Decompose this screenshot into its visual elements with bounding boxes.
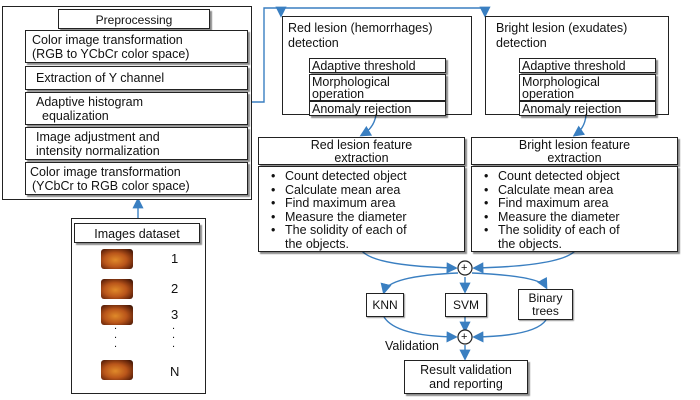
dataset-label: 3: [171, 307, 179, 322]
arrow-bright-detection-to-features: [572, 114, 587, 137]
knn-classifier-box: KNN: [366, 293, 404, 317]
images-dataset-panel: [71, 218, 206, 394]
arrow-preprocessing-to-detection: [252, 6, 491, 103]
sum-node-classifiers: [457, 329, 473, 345]
arrow-knn-to-sum: [383, 316, 458, 343]
bright-step-morphological: Morphological operation: [519, 74, 656, 101]
preprocessing-step-histogram: Adaptive histogram equalization: [25, 92, 248, 125]
feature-item: Measure the diameter: [480, 210, 620, 225]
images-dataset-title-box: Images dataset: [74, 223, 200, 243]
preprocessing-step-ycbcr-to-rgb: Color image transformation (YCbCr to RGB…: [25, 162, 248, 195]
sum-nodes: [457, 260, 473, 345]
bright-step-anomaly-rejection: Anomaly rejection: [519, 101, 656, 116]
feature-item-continuation: the objects.: [498, 237, 562, 251]
validation-label: Validation: [385, 339, 439, 353]
preprocessing-step-adjustment: Image adjustment and intensity normaliza…: [25, 127, 248, 160]
arrow-bright-features-to-sum: [472, 250, 576, 274]
red-feature-extraction-list-box: Count detected object Calculate mean are…: [258, 166, 465, 252]
feature-item: Find maximum area: [480, 197, 620, 211]
binary-trees-classifier-box: Binary trees: [518, 289, 573, 320]
sum-node-features: [457, 260, 473, 276]
feature-item: Count detected object: [267, 169, 407, 184]
feature-item: Calculate mean area: [480, 183, 620, 198]
feature-item-continuation: the objects.: [285, 237, 349, 251]
sum-symbol: +: [461, 262, 468, 274]
preprocessing-step-rgb-to-ycbcr: Color image transformation (RGB to YCbCr…: [25, 30, 248, 63]
dataset-label: 1: [171, 251, 179, 266]
feature-item: Find maximum area: [267, 197, 407, 211]
bright-features-list: Count detected object Calculate mean are…: [480, 169, 620, 238]
red-step-anomaly-rejection: Anomaly rejection: [309, 101, 446, 116]
bright-feature-extraction-title-box: Bright lesion feature extraction: [471, 137, 678, 165]
arrow-binary-trees-to-sum: [472, 319, 547, 343]
arrow-sum-to-binary-trees: [471, 272, 548, 290]
fundus-image-thumbnail: [101, 249, 133, 269]
feature-item: Count detected object: [480, 169, 620, 184]
fundus-image-thumbnail: [101, 360, 133, 380]
fundus-image-thumbnail: [101, 279, 133, 299]
red-step-morphological: Morphological operation: [309, 74, 446, 101]
fundus-image-thumbnail: [101, 305, 133, 325]
dataset-label: N: [170, 364, 180, 379]
images-dataset-title: Images dataset: [94, 227, 180, 241]
bright-features-title: Bright lesion feature: [518, 138, 631, 152]
bright-detection-title: Bright lesion (exudates): [496, 21, 628, 35]
bright-feature-extraction-list-box: Count detected object Calculate mean are…: [471, 166, 678, 252]
red-detection-title: Red lesion (hemorrhages): [288, 21, 433, 35]
svm-classifier-box: SVM: [445, 293, 487, 317]
red-features-list: Count detected object Calculate mean are…: [267, 169, 407, 238]
red-step-adaptive-threshold: Adaptive threshold: [309, 58, 446, 73]
dataset-ellipsis: . . .: [114, 320, 118, 350]
result-box: Result validation and reporting: [404, 360, 528, 394]
arrow-red-features-to-sum: [361, 250, 458, 274]
feature-item: Calculate mean area: [267, 183, 407, 198]
preprocessing-title-box: Preprocessing: [58, 9, 210, 29]
feature-item: Measure the diameter: [267, 210, 407, 225]
preprocessing-step-extract-y: Extraction of Y channel: [25, 66, 248, 90]
sum-symbol: +: [461, 331, 468, 343]
feature-item: The solidity of each of: [480, 224, 620, 238]
red-features-title: Red lesion feature: [310, 138, 413, 152]
preprocessing-title: Preprocessing: [95, 13, 173, 27]
bright-step-adaptive-threshold: Adaptive threshold: [519, 58, 656, 73]
red-feature-extraction-title-box: Red lesion feature extraction: [258, 137, 465, 165]
arrow-sum-to-knn: [380, 272, 459, 295]
feature-item: The solidity of each of: [267, 224, 407, 238]
dataset-ellipsis: . . .: [172, 320, 176, 350]
arrow-red-detection-to-features: [359, 114, 377, 137]
dataset-label: 2: [171, 281, 179, 296]
